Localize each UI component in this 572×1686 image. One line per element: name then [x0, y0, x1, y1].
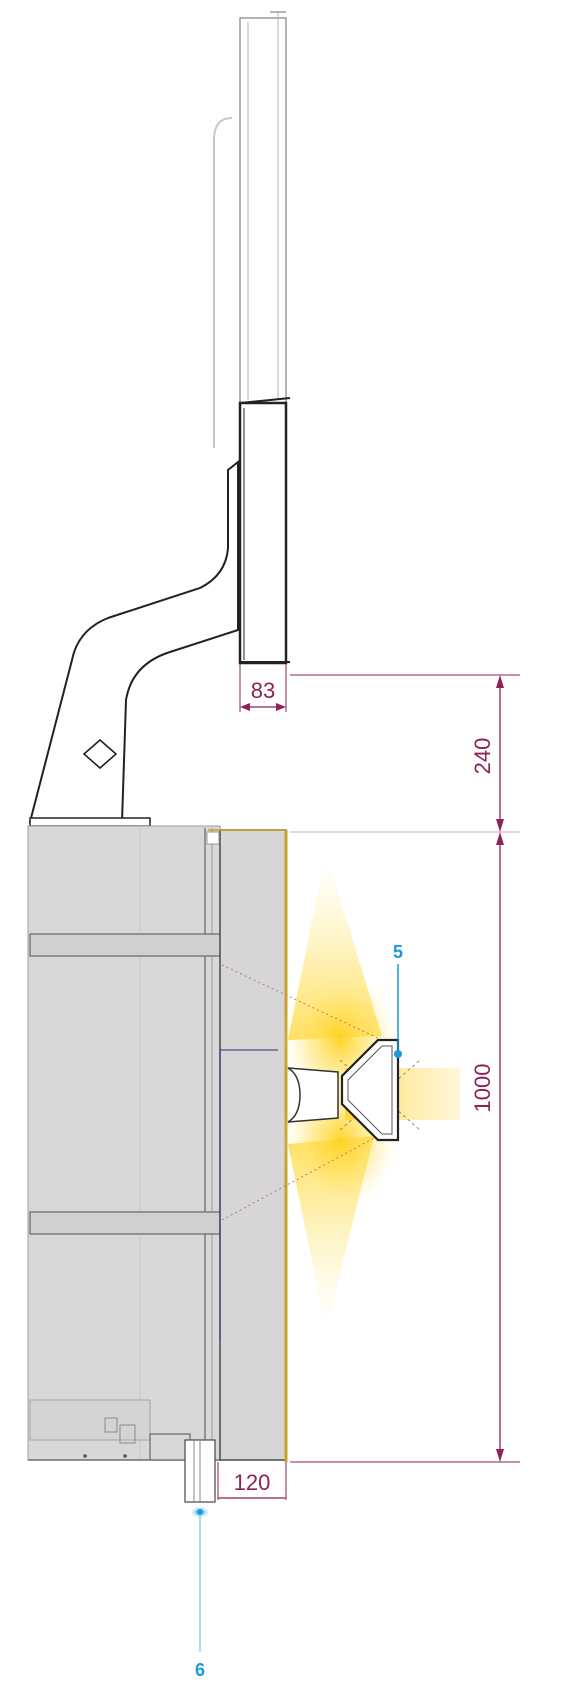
diamond-marker-icon [82, 738, 118, 770]
wall-structure [27, 825, 223, 1461]
dimension-240: 240 [290, 674, 520, 833]
callout-5-label: 5 [393, 942, 403, 962]
dimension-1000: 1000 [290, 832, 520, 1463]
support-arm [28, 459, 239, 827]
support-post [184, 1439, 216, 1503]
dimension-120: 120 [217, 1462, 287, 1500]
bracket-box [238, 397, 291, 665]
cladding-panel [206, 829, 288, 1462]
dimension-120-label: 120 [234, 1470, 271, 1495]
callout-6: 6 [190, 1506, 210, 1680]
dimension-1000-label: 1000 [470, 1064, 495, 1113]
callout-6-label: 6 [195, 1660, 205, 1680]
dimension-83-label: 83 [251, 678, 275, 703]
upper-mast [213, 11, 287, 448]
callout-5: 5 [393, 942, 403, 1058]
dimension-240-label: 240 [470, 738, 495, 775]
dimension-83: 83 [239, 664, 287, 712]
